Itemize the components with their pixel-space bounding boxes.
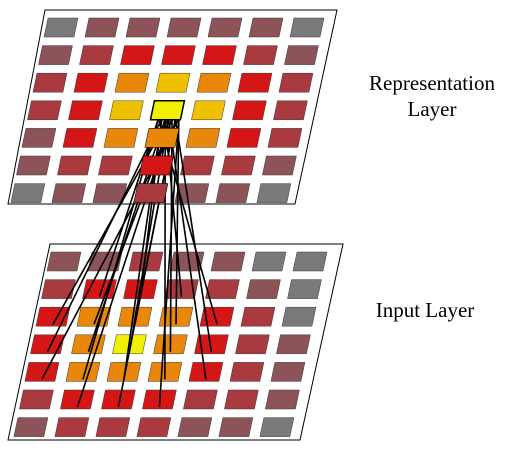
- representation-layer-unit: [161, 45, 196, 65]
- input-layer-unit: [240, 306, 276, 327]
- representation-layer-unit: [133, 183, 169, 203]
- representation-layer-unit: [139, 155, 174, 176]
- representation-layer-unit: [10, 183, 46, 203]
- input-layer-unit: [101, 389, 136, 410]
- input-layer-unit: [199, 306, 235, 327]
- representation-layer-unit: [284, 45, 319, 65]
- representation-layer-unit: [221, 155, 256, 176]
- input-layer-unit: [95, 417, 131, 437]
- input-layer-unit: [136, 417, 172, 437]
- input-layer-unit: [46, 251, 82, 272]
- connection-line: [167, 118, 207, 380]
- representation-layer-unit: [207, 17, 243, 38]
- representation-layer-unit: [62, 128, 98, 148]
- input-layer-unit: [54, 417, 90, 437]
- focus-representation-unit: [149, 100, 186, 121]
- input-layer-unit: [205, 279, 240, 299]
- representation-layer-unit: [155, 72, 191, 93]
- input-layer-unit: [194, 334, 229, 355]
- representation-layer-unit: [215, 183, 251, 203]
- representation-label-line-1: Representation: [369, 71, 495, 95]
- input-layer-label: Input Layer: [375, 298, 475, 322]
- input-layer-unit: [270, 362, 306, 382]
- representation-layer-unit: [278, 72, 314, 93]
- representation-layer-unit: [103, 128, 139, 148]
- input-layer-unit: [128, 251, 164, 272]
- input-layer-unit: [24, 362, 60, 382]
- connection-line: [46, 118, 163, 353]
- representation-layer-unit: [73, 72, 109, 93]
- representation-layer-unit: [38, 45, 73, 65]
- representation-layer-unit: [92, 183, 128, 203]
- representation-layer-unit: [43, 17, 79, 38]
- connection-line: [158, 118, 180, 408]
- representation-layer-unit: [57, 155, 92, 176]
- input-layer-unit: [265, 389, 300, 410]
- input-layer-unit: [60, 389, 95, 410]
- representation-layer-unit: [185, 128, 221, 148]
- input-layer-unit: [183, 389, 218, 410]
- representation-layer-unit: [84, 17, 120, 38]
- input-layer-unit: [251, 251, 287, 272]
- input-layer-unit: [235, 334, 270, 355]
- representation-layer-unit: [114, 72, 150, 93]
- connection-line: [174, 118, 213, 352]
- input-layer-unit: [218, 417, 254, 437]
- input-layer-unit: [224, 389, 259, 410]
- representation-layer-unit: [125, 17, 161, 38]
- representation-layer-unit: [191, 100, 226, 121]
- representation-layer-unit: [248, 17, 284, 38]
- representation-layer-unit: [174, 183, 210, 203]
- representation-layer-unit: [79, 45, 114, 65]
- input-layer-unit: [41, 279, 76, 299]
- representation-layer-unit: [51, 183, 87, 203]
- representation-layer-unit: [196, 72, 232, 93]
- representation-layer-unit: [226, 128, 262, 148]
- representation-layer-label: Representation Layer: [352, 70, 512, 122]
- representation-layer-unit: [180, 155, 215, 176]
- representation-layer-unit: [27, 100, 62, 121]
- input-layer-unit: [13, 417, 49, 437]
- representation-layer-unit: [256, 183, 292, 203]
- input-layer-unit: [276, 334, 311, 355]
- input-layer-unit: [210, 251, 246, 272]
- input-layer-unit: [259, 417, 295, 437]
- input-layer-unit: [30, 334, 65, 355]
- representation-layer-unit: [120, 45, 155, 65]
- input-layer-unit: [292, 251, 328, 272]
- representation-layer-unit: [273, 100, 308, 121]
- representation-layer-unit: [144, 128, 180, 148]
- representation-layer-unit: [289, 17, 325, 38]
- representation-layer-unit: [21, 128, 57, 148]
- connection-line: [98, 118, 160, 297]
- input-layer-unit: [246, 279, 281, 299]
- input-layer-unit: [287, 279, 322, 299]
- representation-layer-unit: [98, 155, 133, 176]
- representation-layer-unit: [232, 100, 267, 121]
- representation-layer-unit: [237, 72, 273, 93]
- representation-layer-unit: [16, 155, 51, 176]
- connection-line: [93, 118, 173, 325]
- input-layer-unit: [281, 306, 317, 327]
- representation-layer-unit: [202, 45, 237, 65]
- representation-layer-unit: [32, 72, 68, 93]
- focus-unit-overlay: [133, 100, 186, 203]
- representation-layer-unit: [68, 100, 103, 121]
- representation-layer-unit: [166, 17, 202, 38]
- representation-layer-unit: [109, 100, 144, 121]
- input-layer-unit: [106, 362, 142, 382]
- representation-layer-unit: [243, 45, 278, 65]
- representation-label-line-2: Layer: [407, 97, 457, 121]
- input-layer-unit: [177, 417, 213, 437]
- connection-line: [175, 118, 180, 325]
- input-layer-unit: [188, 362, 224, 382]
- input-layer-unit: [65, 362, 101, 382]
- representation-layer-unit: [267, 128, 303, 148]
- input-layer-unit: [19, 389, 54, 410]
- representation-layer-unit: [262, 155, 297, 176]
- input-layer-unit: [229, 362, 265, 382]
